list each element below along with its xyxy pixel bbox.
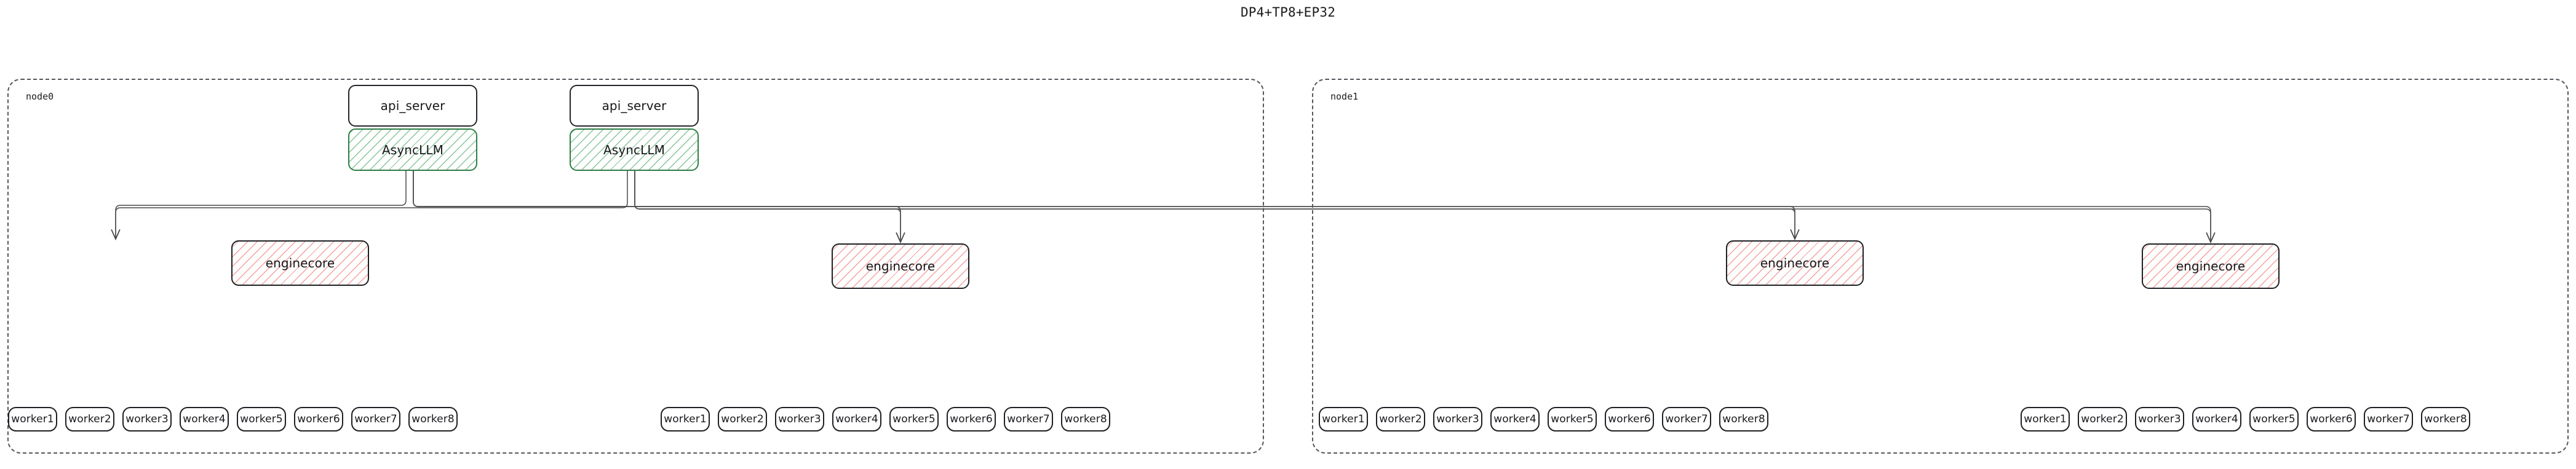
worker-node[interactable]: worker4 [832,407,881,432]
worker-node[interactable]: worker1 [661,407,710,432]
worker-node[interactable]: worker1 [2021,407,2070,432]
worker-node[interactable]: worker6 [2307,407,2356,432]
worker-node[interactable]: worker2 [2078,407,2127,432]
worker-node[interactable]: worker7 [2364,407,2413,432]
worker-node[interactable]: worker2 [1376,407,1425,432]
worker-node[interactable]: worker3 [2135,407,2184,432]
api-server-node[interactable]: api_server [570,85,699,127]
asyncllm-node[interactable]: AsyncLLM [570,128,699,171]
worker-node[interactable]: worker6 [947,407,996,432]
worker-node[interactable]: worker7 [1662,407,1711,432]
worker-node[interactable]: worker6 [1605,407,1654,432]
enginecore-node[interactable]: enginecore [2142,243,2280,289]
worker-node[interactable]: worker5 [889,407,939,432]
worker-node[interactable]: worker8 [1719,407,1768,432]
worker-node[interactable]: worker7 [351,407,400,432]
worker-node[interactable]: worker4 [180,407,229,432]
worker-node[interactable]: worker7 [1004,407,1053,432]
cluster-node0 [7,79,1264,454]
worker-node[interactable]: worker3 [1433,407,1482,432]
enginecore-node[interactable]: enginecore [832,243,969,289]
worker-node[interactable]: worker1 [8,407,57,432]
worker-node[interactable]: worker2 [65,407,114,432]
worker-node[interactable]: worker8 [2421,407,2470,432]
worker-node[interactable]: worker8 [1061,407,1110,432]
worker-node[interactable]: worker6 [294,407,343,432]
worker-node[interactable]: worker1 [1319,407,1368,432]
worker-node[interactable]: worker2 [718,407,767,432]
worker-node[interactable]: worker5 [2249,407,2299,432]
worker-node[interactable]: worker4 [2192,407,2241,432]
cluster-label-node1: node1 [1330,91,1359,102]
worker-node[interactable]: worker3 [122,407,172,432]
worker-node[interactable]: worker8 [408,407,458,432]
worker-node[interactable]: worker5 [237,407,286,432]
worker-node[interactable]: worker5 [1548,407,1597,432]
api-server-node[interactable]: api_server [348,85,477,127]
worker-node[interactable]: worker3 [775,407,824,432]
asyncllm-node[interactable]: AsyncLLM [348,128,477,171]
cluster-label-node0: node0 [26,91,54,102]
page-title: DP4+TP8+EP32 [1240,5,1336,20]
enginecore-node[interactable]: enginecore [231,240,369,286]
enginecore-node[interactable]: enginecore [1726,240,1864,286]
cluster-node1 [1312,79,2569,454]
worker-node[interactable]: worker4 [1490,407,1540,432]
